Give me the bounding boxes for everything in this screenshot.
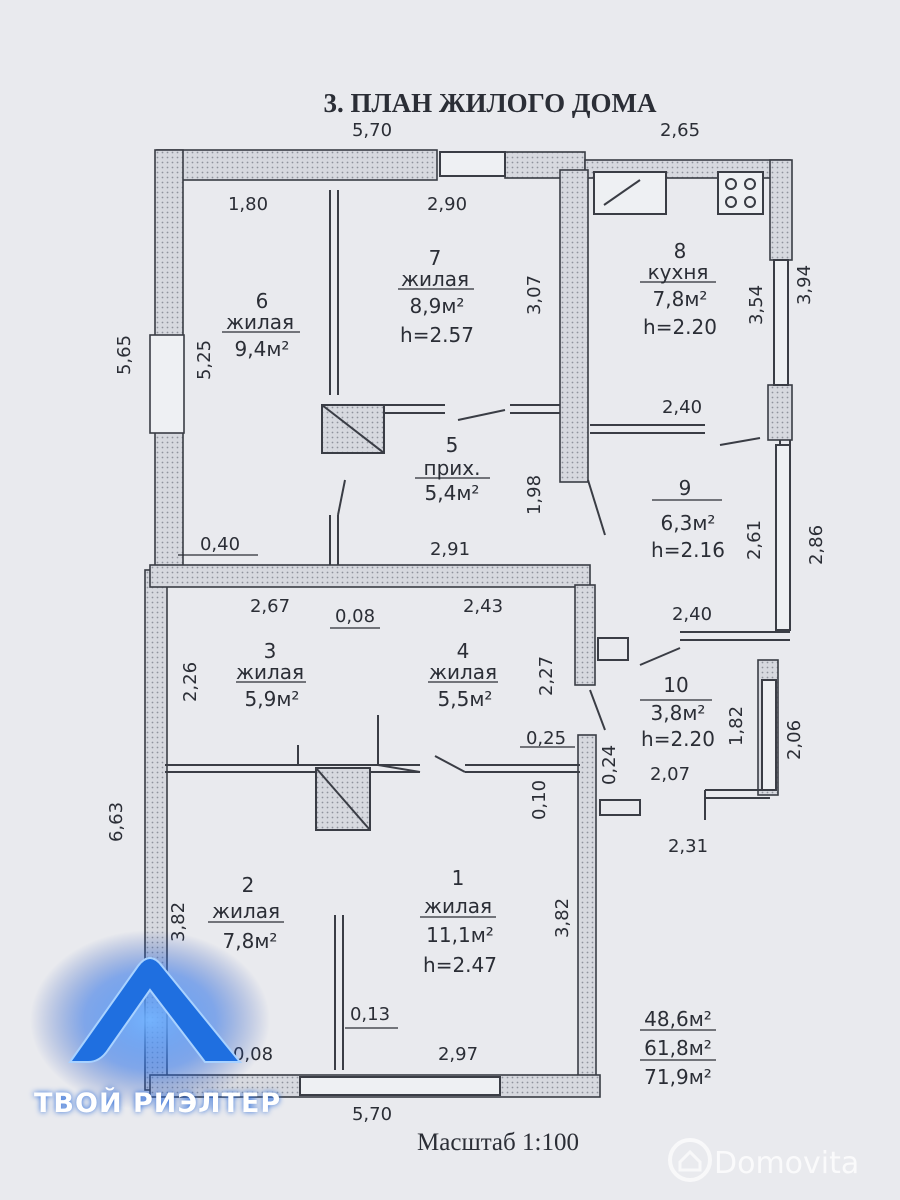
room-3-number: 3 xyxy=(264,639,277,663)
room-5-number: 5 xyxy=(446,433,459,457)
room-4-number: 4 xyxy=(457,639,470,663)
dim-3-54: 3,54 xyxy=(746,285,767,325)
room-8-type: кухня xyxy=(648,260,709,284)
room-2-area: 7,8м² xyxy=(223,929,278,953)
wall-top-mid xyxy=(504,151,586,179)
window-left-1 xyxy=(149,334,185,434)
dim-0-08-a: 0,08 xyxy=(335,606,375,627)
room-5-area: 5,4м² xyxy=(425,481,480,505)
room-8-number: 8 xyxy=(674,239,687,263)
scale-label: Масштаб 1:100 xyxy=(417,1129,579,1156)
dim-5-25: 5,25 xyxy=(194,340,215,380)
domovita-icon xyxy=(668,1138,712,1182)
room-1-area: 11,1м² xyxy=(426,923,494,947)
room-7-number: 7 xyxy=(429,246,442,270)
brand-logo-icon xyxy=(68,957,243,1063)
room-8-area: 7,8м² xyxy=(653,287,708,311)
dim-0-13: 0,13 xyxy=(350,1004,390,1025)
dim-top-left: 5,70 xyxy=(352,120,392,141)
room-1-type: жилая xyxy=(424,894,492,918)
dim-2-90: 2,90 xyxy=(427,194,467,215)
dim-2-43: 2,43 xyxy=(463,596,503,617)
brand-watermark-text: ТВОЙ РИЭЛТЕР xyxy=(34,1088,282,1119)
dim-3-07: 3,07 xyxy=(524,275,545,315)
room-5-type: прих. xyxy=(424,456,481,480)
room-2-number: 2 xyxy=(242,873,255,897)
dim-2-27: 2,27 xyxy=(536,656,557,696)
dim-0-40: 0,40 xyxy=(200,534,240,555)
room-8-height: h=2.20 xyxy=(643,315,717,339)
dim-0-24: 0,24 xyxy=(599,745,620,785)
wall-column xyxy=(559,169,589,483)
room-6-area: 9,4м² xyxy=(235,337,290,361)
dim-2-40-a: 2,40 xyxy=(662,397,702,418)
wall-kitchen-notch xyxy=(767,384,793,441)
dim-2-97: 2,97 xyxy=(438,1044,478,1065)
room-4-area: 5,5м² xyxy=(438,687,493,711)
partitions xyxy=(165,151,791,1096)
room-9-area: 6,3м² xyxy=(661,511,716,535)
room-9-height: h=2.16 xyxy=(651,538,725,562)
room-10-number: 10 xyxy=(663,673,688,697)
dim-2-61: 2,61 xyxy=(744,520,765,560)
dim-2-07: 2,07 xyxy=(650,764,690,785)
dim-2-31: 2,31 xyxy=(668,836,708,857)
room-6-type: жилая xyxy=(226,310,294,334)
dim-3-94: 3,94 xyxy=(794,265,815,305)
dim-2-91: 2,91 xyxy=(430,539,470,560)
total-living: 48,6м² xyxy=(644,1007,712,1031)
site-watermark-text: Domovita xyxy=(714,1146,860,1181)
room-1-number: 1 xyxy=(452,866,465,890)
dim-2-86: 2,86 xyxy=(806,525,827,565)
dim-2-06: 2,06 xyxy=(784,720,805,760)
room-7-area: 8,9м² xyxy=(410,294,465,318)
wall-lower-right xyxy=(574,584,596,686)
dim-5-65: 5,65 xyxy=(114,335,135,375)
dim-2-40-b: 2,40 xyxy=(672,604,712,625)
dim-top-right: 2,65 xyxy=(660,120,700,141)
room-1-height: h=2.47 xyxy=(423,953,497,977)
dim-bottom: 5,70 xyxy=(352,1104,392,1125)
wall-top-left xyxy=(156,149,438,181)
room-2-type: жилая xyxy=(212,899,280,923)
total-overall: 71,9м² xyxy=(644,1065,712,1089)
room-3-area: 5,9м² xyxy=(245,687,300,711)
dim-2-67: 2,67 xyxy=(250,596,290,617)
room-4-type: жилая xyxy=(429,660,497,684)
page-title: 3. ПЛАН ЖИЛОГО ДОМА xyxy=(323,88,657,118)
dim-1-98: 1,98 xyxy=(524,475,545,515)
dim-0-25: 0,25 xyxy=(526,728,566,749)
room-10-area: 3,8м² xyxy=(651,701,706,725)
dim-1-82: 1,82 xyxy=(726,706,747,746)
room-9-number: 9 xyxy=(679,476,692,500)
room-7-type: жилая xyxy=(401,267,469,291)
wall-lower-right-2 xyxy=(577,734,597,1081)
total-usable: 61,8м² xyxy=(644,1036,712,1060)
wall-middle xyxy=(149,564,591,588)
room-3-type: жилая xyxy=(236,660,304,684)
dim-6-63: 6,63 xyxy=(106,802,127,842)
domovita-logo xyxy=(668,1138,712,1182)
dim-3-82-right: 3,82 xyxy=(552,898,573,938)
dim-0-10: 0,10 xyxy=(529,780,550,820)
brand-logo xyxy=(30,930,270,1110)
dim-1-80: 1,80 xyxy=(228,194,268,215)
room-10-height: h=2.20 xyxy=(641,727,715,751)
room-7-height: h=2.57 xyxy=(400,323,474,347)
room-6-number: 6 xyxy=(256,289,269,313)
wall-kitchen-right xyxy=(769,159,793,261)
dim-2-26: 2,26 xyxy=(180,662,201,702)
